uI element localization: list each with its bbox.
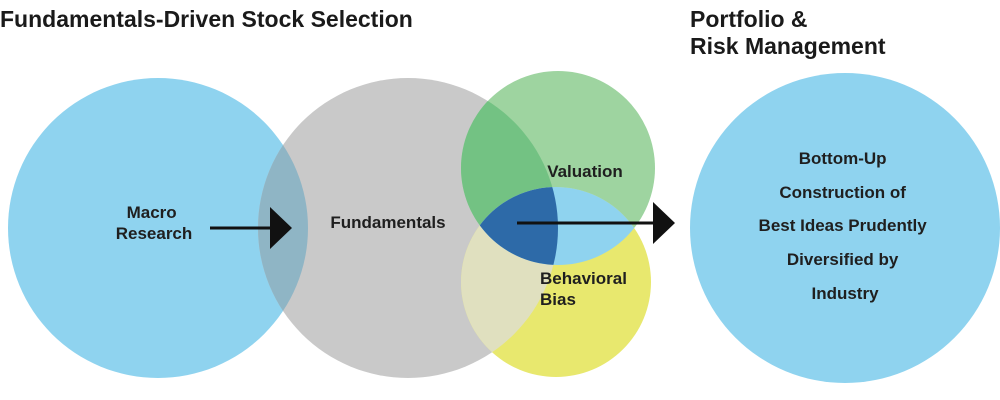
fundamentals-label: Fundamentals (330, 213, 445, 232)
macro-research-circle (8, 78, 308, 378)
macro-research-label: Macro Research (116, 203, 193, 243)
portfolio-line: Industry (811, 284, 879, 303)
portfolio-risk-heading-line1: Portfolio & (690, 6, 808, 32)
portfolio-risk-heading: Portfolio & Risk Management (690, 6, 886, 60)
portfolio-line: Construction of (779, 183, 906, 202)
center-overlap (461, 187, 558, 265)
behavioral-bias-label: Behavioral Bias (540, 269, 632, 309)
arrow-to-portfolio (517, 202, 675, 244)
behavioral-label-line2: Bias (540, 290, 576, 309)
behavioral-label-line1: Behavioral (540, 269, 627, 288)
arrow-to-fundamentals (210, 207, 292, 249)
stock-selection-heading: Fundamentals-Driven Stock Selection (0, 6, 413, 32)
portfolio-risk-heading-line2: Risk Management (690, 33, 886, 59)
portfolio-line: Diversified by (787, 250, 899, 269)
portfolio-description: Bottom-Up Construction of Best Ideas Pru… (759, 149, 932, 303)
macro-label-line2: Research (116, 224, 193, 243)
portfolio-circle (690, 73, 1000, 383)
portfolio-line: Best Ideas Prudently (759, 216, 928, 235)
valuation-label: Valuation (547, 162, 623, 181)
portfolio-line: Bottom-Up (799, 149, 887, 168)
macro-label-line1: Macro (127, 203, 177, 222)
